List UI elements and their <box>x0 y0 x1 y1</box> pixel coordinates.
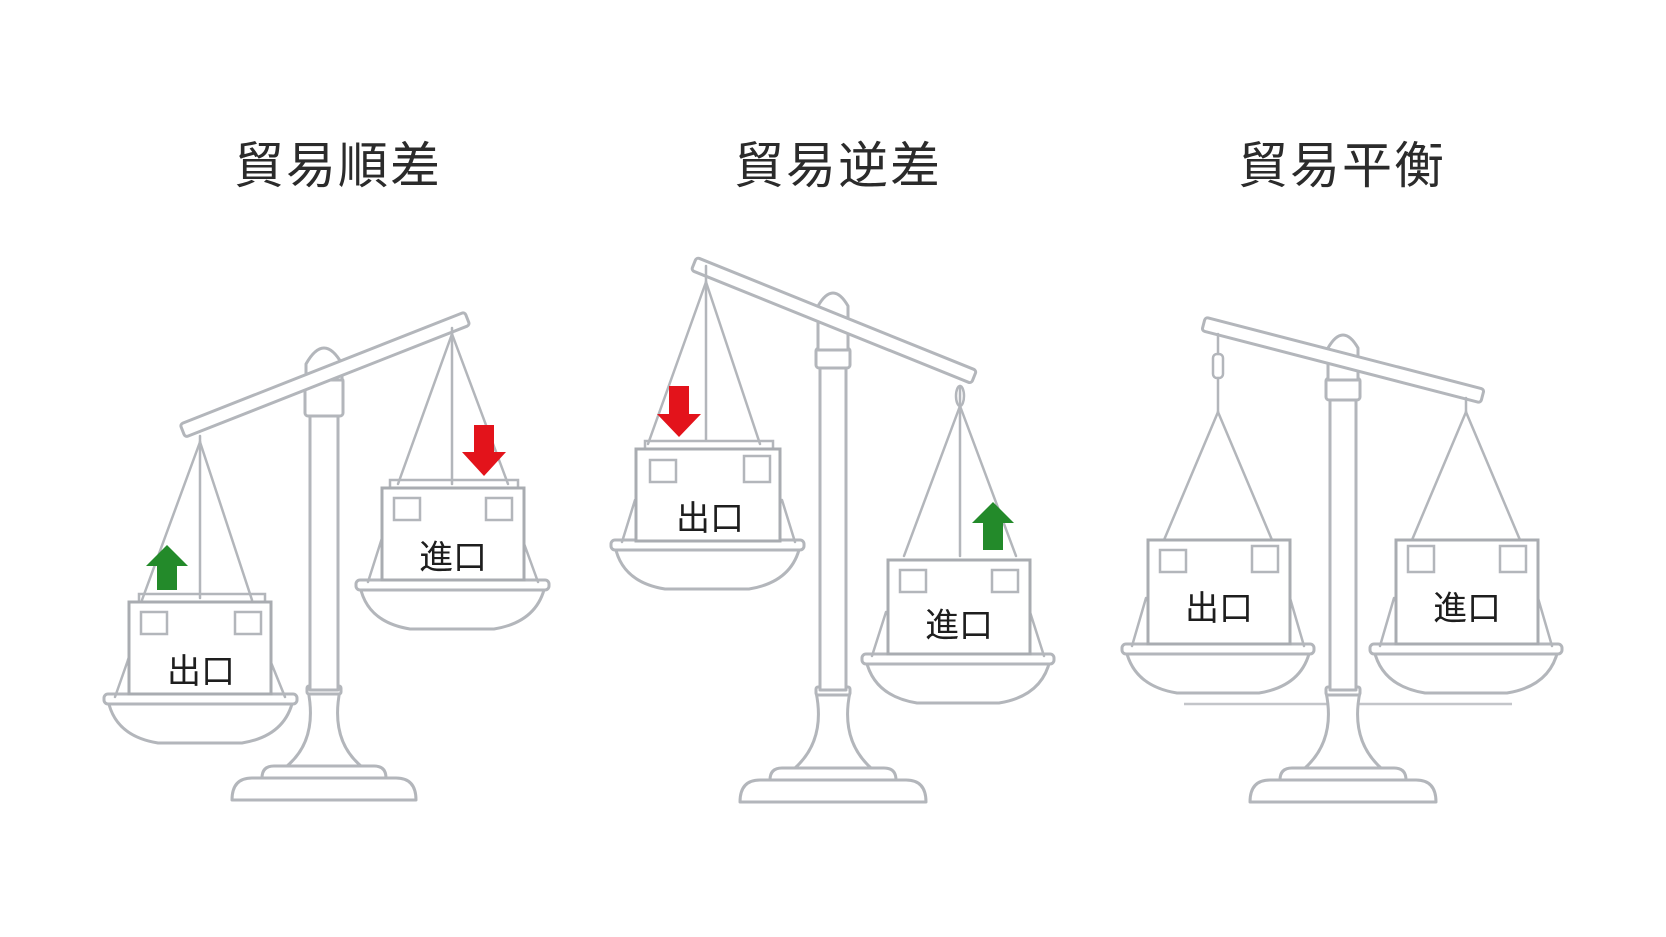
left-pan <box>609 264 806 591</box>
export-box: 出口 <box>634 439 782 543</box>
import-box-label: 進口 <box>419 538 487 578</box>
export-box: 出口 <box>127 592 273 696</box>
right-pan <box>354 326 551 631</box>
panel-title-trade-surplus: 貿易順差 <box>234 137 442 195</box>
panel-title-trade-deficit: 貿易逆差 <box>734 137 942 195</box>
export-up-arrow-icon <box>146 545 188 590</box>
right-pan <box>1368 396 1564 695</box>
import-box-label: 進口 <box>925 606 993 646</box>
import-up-arrow-icon <box>972 502 1014 550</box>
scale-stand <box>1248 333 1438 804</box>
import-box-label: 進口 <box>1433 589 1501 629</box>
import-box: 進口 <box>1394 538 1540 646</box>
panel-trade-balance: 貿易平衡 <box>1120 137 1564 804</box>
export-box-label: 出口 <box>676 499 744 539</box>
export-box: 出口 <box>1146 538 1292 646</box>
import-down-arrow-icon <box>462 425 506 476</box>
export-down-arrow-icon <box>657 386 701 437</box>
export-box-label: 出口 <box>1185 589 1253 629</box>
right-pan <box>860 384 1056 705</box>
left-pan <box>102 434 299 745</box>
import-box: 進口 <box>886 558 1032 656</box>
panel-trade-surplus: 貿易順差 <box>102 137 551 802</box>
export-box-label: 出口 <box>167 652 235 692</box>
import-box: 進口 <box>380 478 526 582</box>
scale-beam <box>179 311 471 438</box>
left-pan <box>1120 332 1316 695</box>
scale-beam <box>1200 316 1486 404</box>
panel-trade-deficit: 貿易逆差 <box>609 137 1056 804</box>
scale-stand <box>738 291 928 804</box>
scale-beam <box>690 256 978 385</box>
panel-title-trade-balance: 貿易平衡 <box>1238 137 1446 195</box>
scale-stand <box>230 346 418 802</box>
